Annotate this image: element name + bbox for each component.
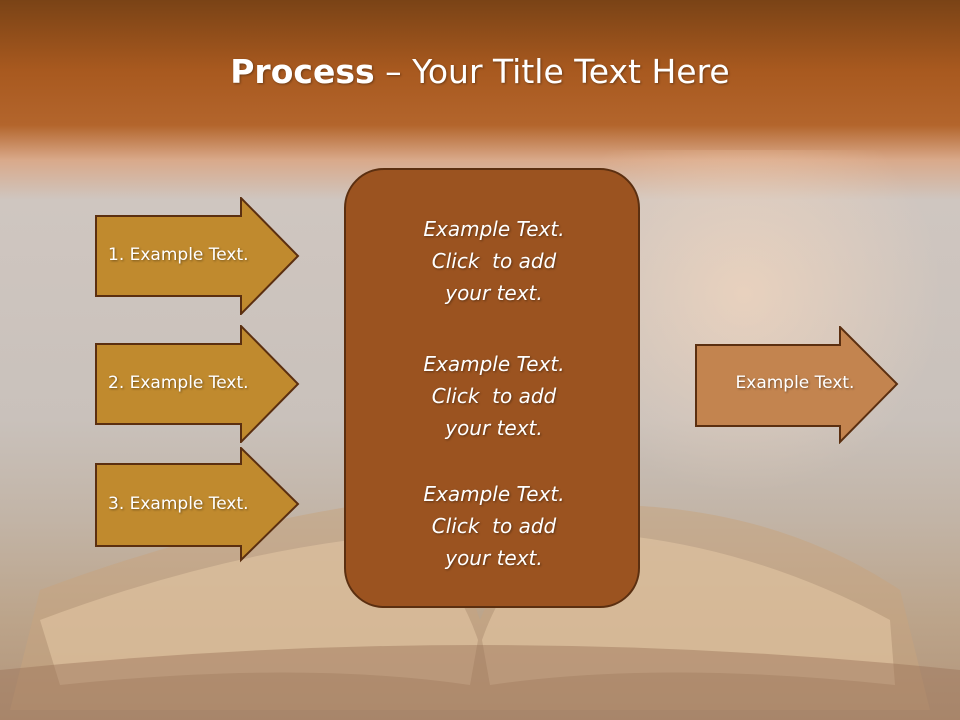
paragraph-line: your text. [445,546,543,570]
paragraph-line: your text. [445,416,543,440]
process-arrow-3[interactable]: 3. Example Text. [95,447,300,565]
arrow-shape [95,447,300,563]
center-paragraph-2: Example Text. Click to add your text. [346,348,642,444]
title-bold: Process [230,52,375,91]
arrow-3-label: 3. Example Text. [108,494,249,514]
arrow-1-label: 1. Example Text. [108,245,249,265]
process-arrow-2[interactable]: 2. Example Text. [95,325,300,443]
slide-title: Process – Your Title Text Here [0,52,960,91]
arrow-2-label: 2. Example Text. [108,373,249,393]
center-paragraph-1: Example Text. Click to add your text. [346,213,642,309]
center-content-box[interactable]: Example Text. Click to add your text. Ex… [344,168,640,608]
paragraph-line: Click to add [431,384,557,408]
center-paragraph-3: Example Text. Click to add your text. [346,478,642,574]
title-rest: – Your Title Text Here [374,52,730,91]
arrow-shape [95,325,300,443]
paragraph-line: Example Text. [423,217,565,241]
paragraph-line: Example Text. [423,482,565,506]
process-arrow-1[interactable]: 1. Example Text. [95,197,300,315]
paragraph-line: Example Text. [423,352,565,376]
output-arrow[interactable]: Example Text. [695,326,900,444]
output-arrow-label: Example Text. [735,373,855,393]
paragraph-line: Click to add [431,249,557,273]
arrow-shape [95,197,300,315]
arrow-shape [695,326,899,444]
paragraph-line: your text. [445,281,543,305]
paragraph-line: Click to add [431,514,557,538]
background-light-glow [600,150,960,510]
